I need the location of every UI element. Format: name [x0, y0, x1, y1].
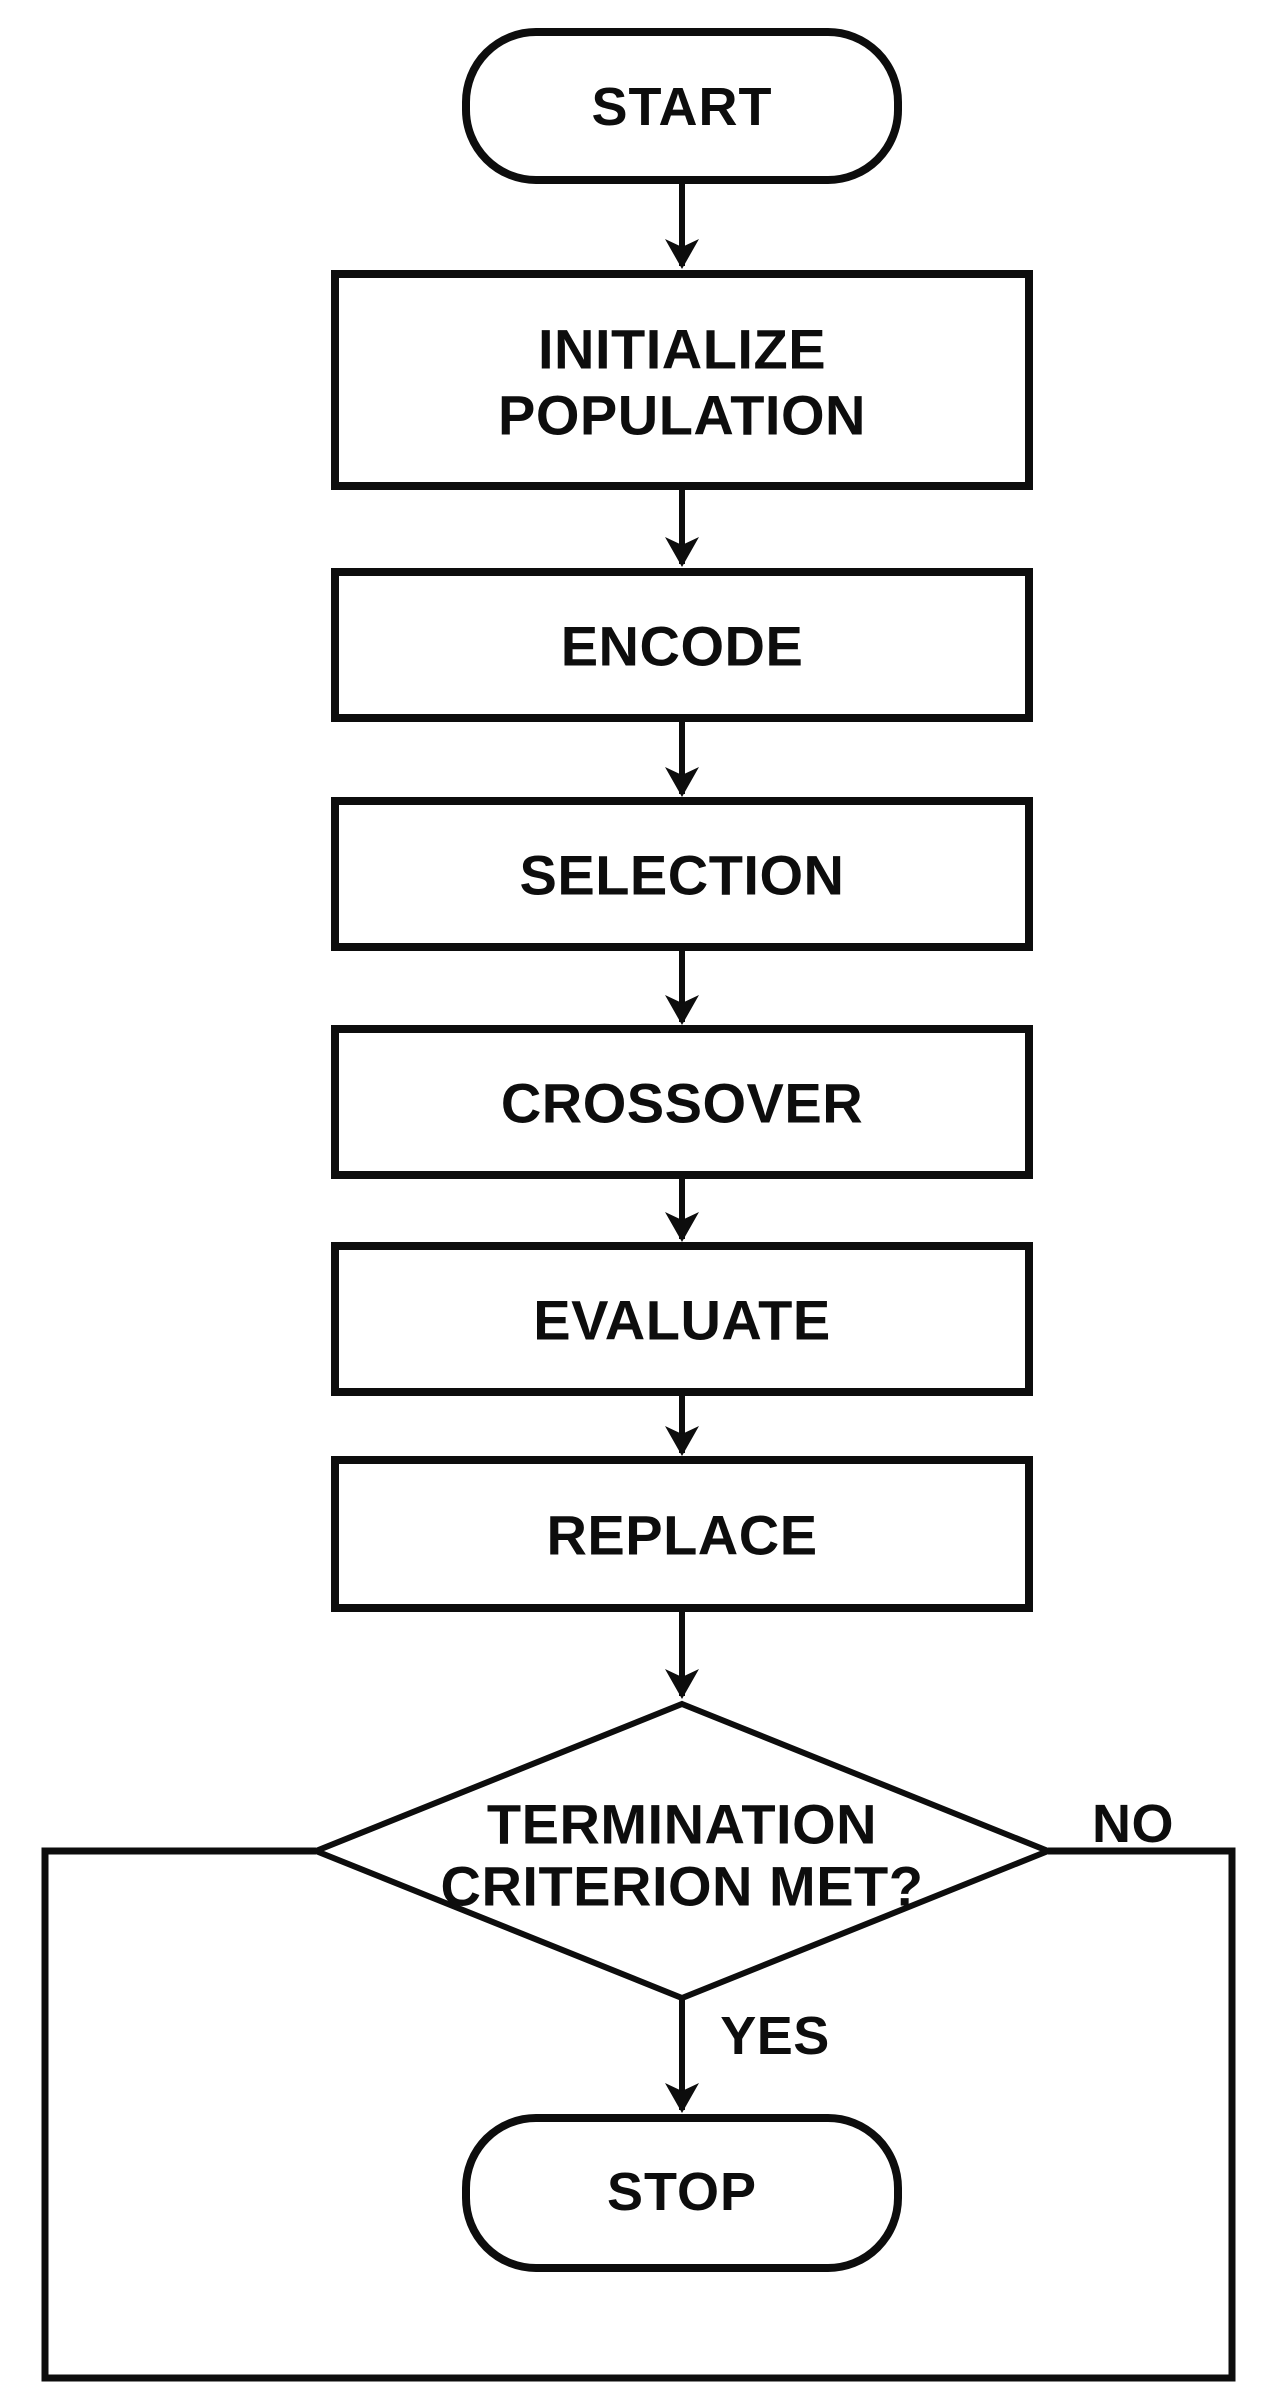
replace-process-shape — [331, 1456, 1033, 1612]
initialize-label-line1: INITIALIZE — [538, 318, 826, 381]
initialize-process-shape — [331, 270, 1033, 490]
no-branch-label: NO — [1092, 1794, 1174, 1854]
crossover-process-shape — [331, 1025, 1033, 1179]
start-terminator-shape — [462, 28, 902, 184]
stop-label: STOP — [607, 2162, 757, 2222]
start-label: START — [592, 77, 773, 137]
decision-label-line1: TERMINATION — [487, 1793, 877, 1856]
no-loop-connector — [41, 1847, 1236, 2382]
yes-branch-label: YES — [720, 2006, 830, 2066]
evaluate-process-shape — [331, 1242, 1033, 1396]
selection-label: SELECTION — [520, 844, 845, 907]
encode-label: ENCODE — [561, 615, 804, 678]
initialize-label-line2: POPULATION — [498, 384, 866, 447]
encode-process-shape — [331, 568, 1033, 722]
stop-terminator-shape — [462, 2114, 902, 2272]
evaluate-label: EVALUATE — [533, 1289, 830, 1352]
decision-diamond-shape — [307, 1700, 1057, 2002]
decision-label-line2: CRITERION MET? — [441, 1855, 924, 1918]
crossover-label: CROSSOVER — [501, 1072, 863, 1135]
labels-layer: START INITIALIZE POPULATION ENCODE SELEC… — [441, 77, 1174, 2222]
shapes-layer — [41, 28, 1236, 2382]
selection-process-shape — [331, 797, 1033, 951]
replace-label: REPLACE — [546, 1504, 817, 1567]
